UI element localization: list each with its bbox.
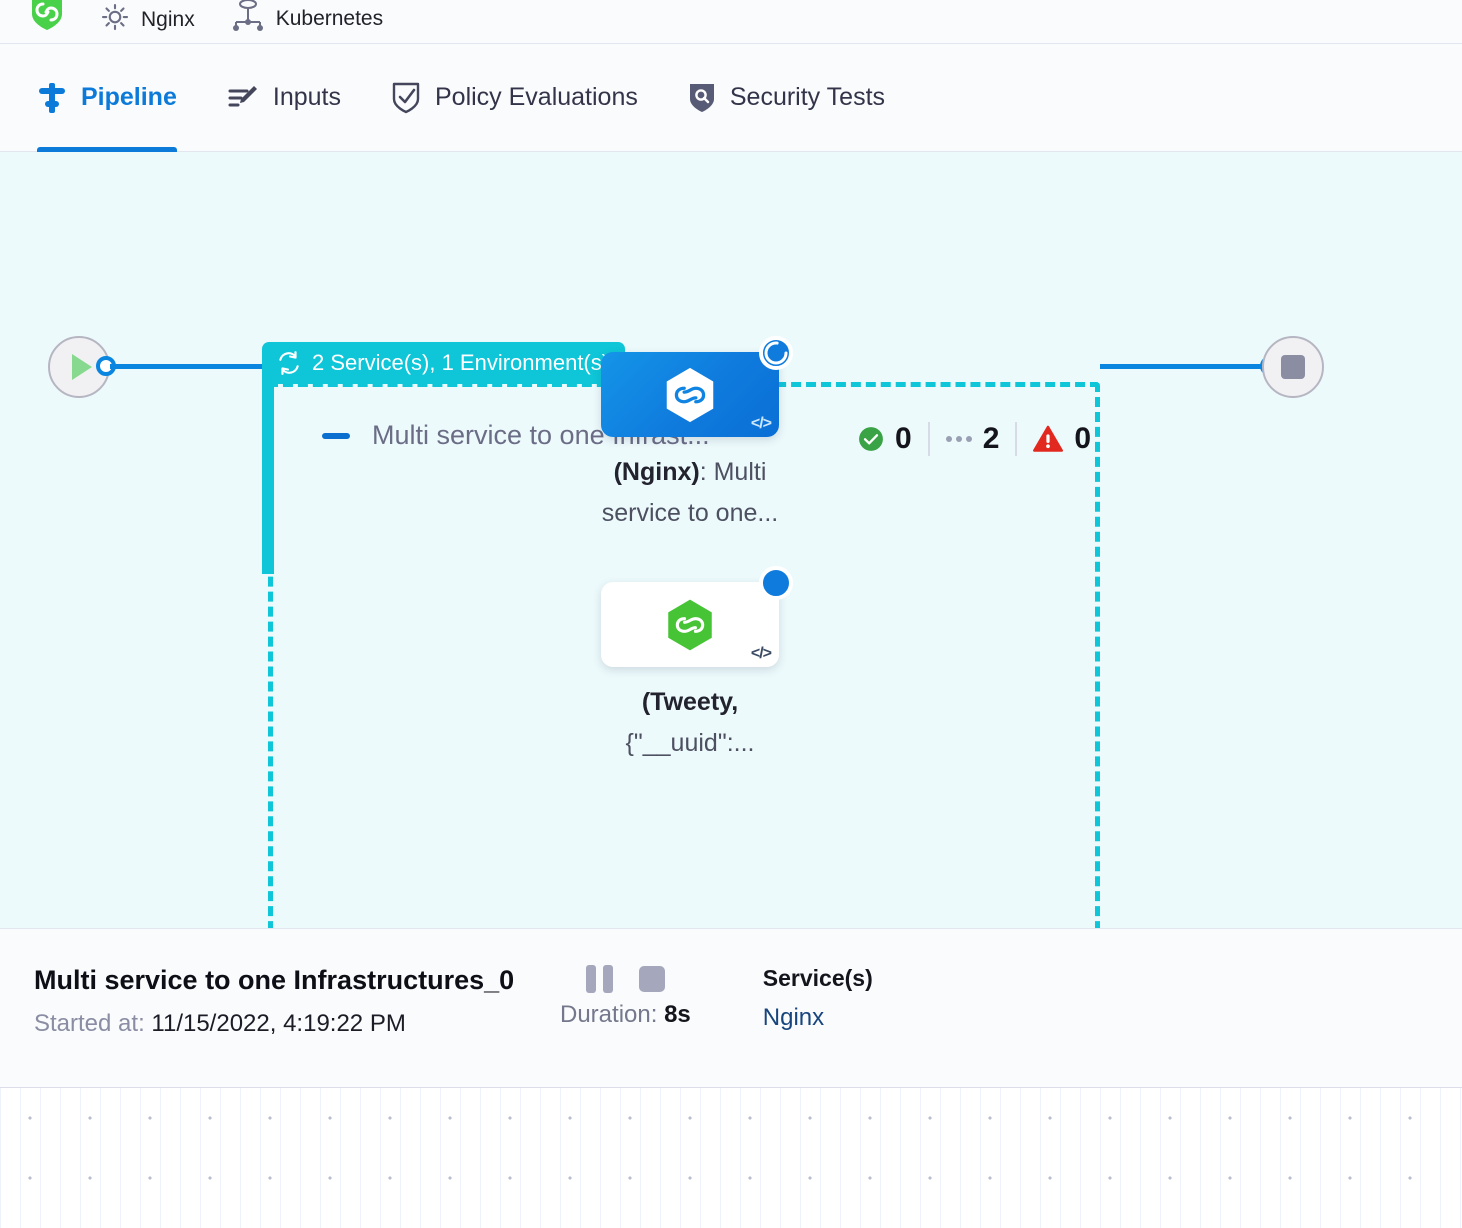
breadcrumb-item-nginx[interactable]: Nginx xyxy=(100,3,195,43)
status-running: 2 xyxy=(930,422,1018,456)
pause-icon[interactable] xyxy=(585,965,613,993)
detail-services: Service(s) Nginx xyxy=(721,929,1021,1032)
detail-controls: Duration: 8s xyxy=(560,929,691,1029)
breadcrumb: Nginx Kubernetes xyxy=(0,0,1462,44)
status-success: 0 xyxy=(842,422,930,456)
node-nginx-card[interactable]: </> xyxy=(601,336,793,437)
pipeline-canvas[interactable]: 2 Service(s), 1 Environment(s) Multi ser… xyxy=(0,152,1462,928)
duration-label: Duration: xyxy=(560,1001,658,1028)
breadcrumb-label-kubernetes: Kubernetes xyxy=(275,6,384,30)
detail-environments: Envi Kub xyxy=(1021,929,1462,1032)
status-running-count: 2 xyxy=(982,422,1000,455)
gear-icon xyxy=(100,2,130,37)
services-heading: Service(s) xyxy=(762,965,873,991)
group-header-label: 2 Service(s), 1 Environment(s) xyxy=(312,350,610,375)
status-success-count: 0 xyxy=(895,422,912,455)
services-value[interactable]: Nginx xyxy=(762,1004,825,1031)
harness-hex-infinity-icon xyxy=(661,596,719,654)
kubernetes-icon xyxy=(231,0,265,37)
warning-triangle-icon xyxy=(1033,425,1064,453)
node-tweety-label-bold: (Tweety, xyxy=(641,688,739,716)
dots-icon xyxy=(945,436,972,442)
breadcrumb-label-nginx: Nginx xyxy=(141,7,195,31)
node-nginx-label-rest: : Multi service to one... xyxy=(601,458,779,528)
breadcrumb-item-kubernetes[interactable]: Kubernetes xyxy=(231,0,384,43)
tab-label-security-tests: Security Tests xyxy=(729,83,886,111)
pipeline-icon xyxy=(37,82,67,114)
execution-detail-panel: Multi service to one Infrastructures_0 S… xyxy=(0,928,1462,1088)
breadcrumb-item-harness[interactable] xyxy=(30,0,64,43)
code-brackets-icon: </> xyxy=(750,415,772,432)
wire-start-to-group xyxy=(110,364,270,369)
node-tweety-card[interactable]: </> xyxy=(601,566,793,667)
dotted-grid-background xyxy=(0,1088,1462,1228)
tab-policy-evaluations[interactable]: Policy Evaluations xyxy=(391,44,638,152)
detail-started-value: 11/15/2022, 4:19:22 PM xyxy=(151,1010,406,1037)
tab-label-policy-evaluations: Policy Evaluations xyxy=(434,83,638,111)
detail-title: Multi service to one Infrastructures_0 xyxy=(34,965,515,995)
tab-label-inputs: Inputs xyxy=(272,83,341,111)
status-error-count: 0 xyxy=(1074,422,1092,455)
duration-value: 8s xyxy=(664,1001,691,1028)
running-solid-badge xyxy=(759,566,793,600)
tab-pipeline[interactable]: Pipeline xyxy=(37,44,177,152)
code-brackets-icon: </> xyxy=(750,645,772,662)
tab-bar: Pipeline Inputs Policy Evaluations xyxy=(0,44,1462,152)
node-tweety-label: (Tweety, {"__uuid":... xyxy=(575,682,805,765)
group-left-accent-bar xyxy=(262,374,274,574)
tab-inputs[interactable]: Inputs xyxy=(227,44,341,152)
shield-scan-icon xyxy=(688,82,716,114)
detail-started-at: Started at: 11/15/2022, 4:19:22 PM xyxy=(34,1010,560,1038)
check-circle-icon xyxy=(858,426,884,452)
node-nginx[interactable]: </> (Nginx): Multi service to one... xyxy=(575,336,805,535)
detail-started-label: Started at: xyxy=(34,1010,145,1037)
loop-icon xyxy=(276,350,302,376)
playback-controls xyxy=(585,965,665,993)
collapse-dash-icon[interactable] xyxy=(322,432,350,439)
node-nginx-label-bold: (Nginx) xyxy=(613,458,700,486)
status-error: 0 xyxy=(1017,422,1107,456)
end-node[interactable] xyxy=(1262,336,1324,398)
node-nginx-label: (Nginx): Multi service to one... xyxy=(575,452,805,535)
tab-security-tests[interactable]: Security Tests xyxy=(688,44,885,152)
node-tweety-label-rest: {"__uuid":... xyxy=(625,729,755,758)
wire-group-to-end xyxy=(1100,364,1270,369)
node-tweety[interactable]: </> (Tweety, {"__uuid":... xyxy=(575,566,805,765)
stop-icon[interactable] xyxy=(638,966,665,992)
harness-shield-icon xyxy=(30,0,64,37)
harness-hex-infinity-icon xyxy=(659,364,721,426)
detail-left: Multi service to one Infrastructures_0 S… xyxy=(0,929,560,1038)
stop-icon xyxy=(1281,355,1305,379)
tab-label-pipeline: Pipeline xyxy=(81,83,177,111)
duration-text: Duration: 8s xyxy=(560,1001,691,1029)
inputs-pencil-icon xyxy=(227,82,259,114)
shield-check-icon xyxy=(391,81,421,115)
group-header[interactable]: 2 Service(s), 1 Environment(s) xyxy=(262,342,626,384)
running-spinner-badge xyxy=(759,336,793,370)
play-icon xyxy=(72,354,92,380)
group-status-counters: 0 2 0 xyxy=(842,422,1107,456)
